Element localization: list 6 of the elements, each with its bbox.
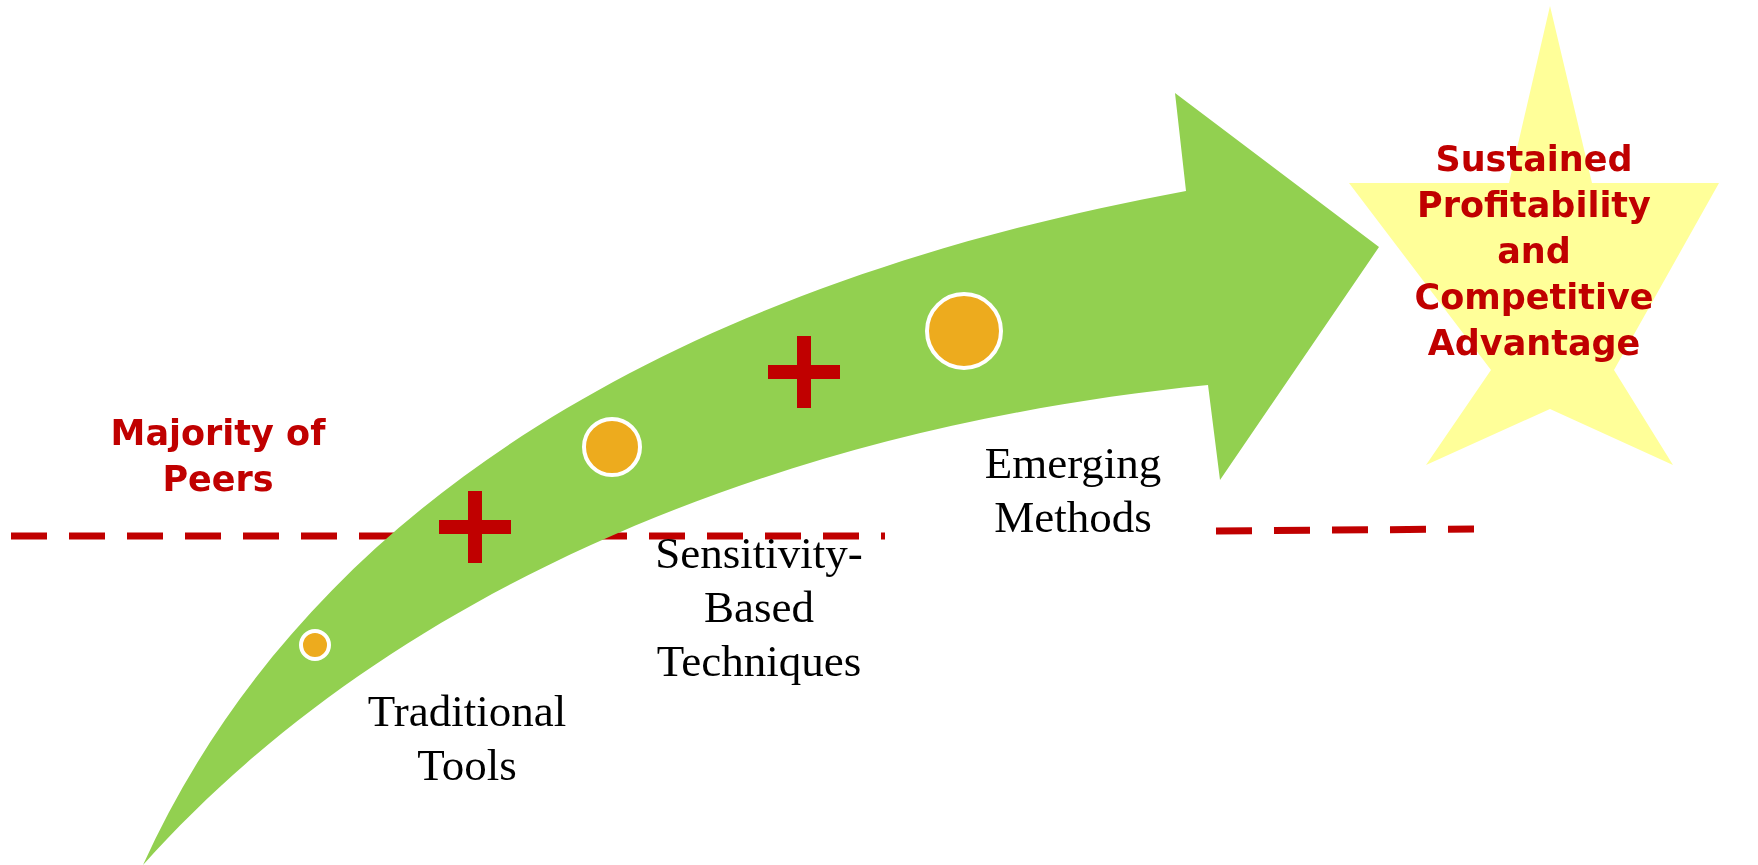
- stage-label: Sensitivity-Based Techniques: [654, 527, 864, 688]
- star-label: Sustained Profitability and Competitive Advantage: [1413, 138, 1655, 365]
- group-label: Majority of Peers: [109, 412, 327, 501]
- stage-label: Emerging Methods: [983, 437, 1163, 544]
- stage-label: Traditional Tools: [366, 685, 568, 792]
- curved-arrow: [143, 93, 1379, 865]
